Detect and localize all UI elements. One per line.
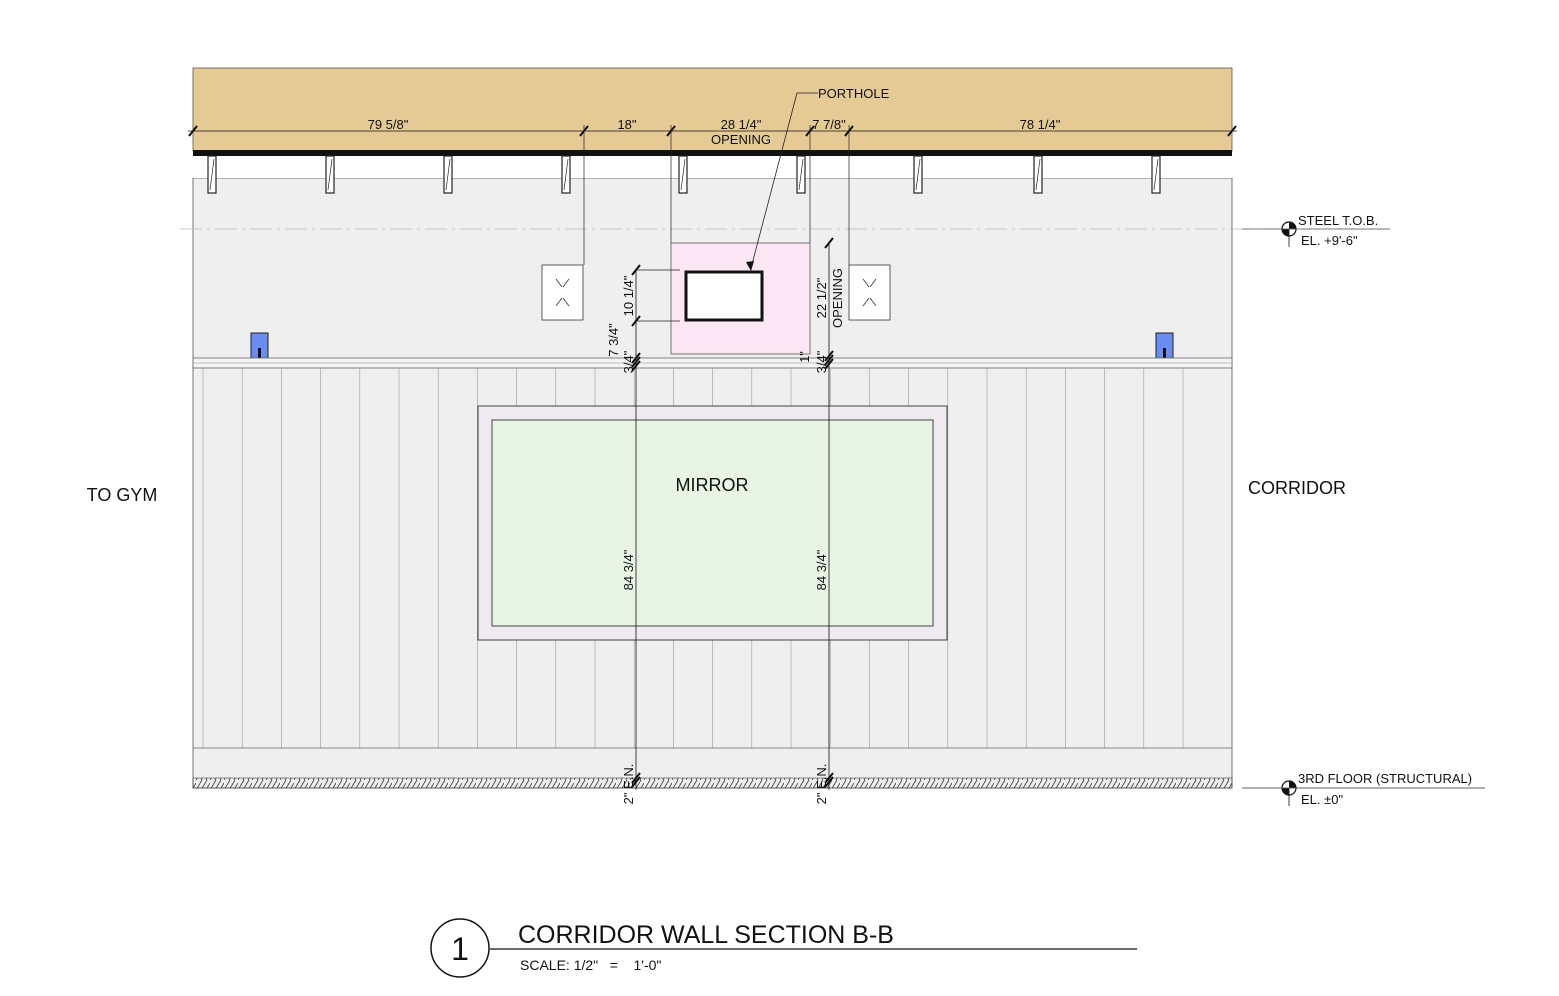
dim-opening-vertical-label: OPENING xyxy=(830,268,845,328)
light-fixture xyxy=(848,264,891,321)
fixture-mark xyxy=(862,297,870,307)
dim-left-base: 3/4" xyxy=(621,350,636,373)
dim-porthole-height: 10 1/4" xyxy=(621,275,636,316)
dim-tick xyxy=(631,352,641,364)
dim-tick xyxy=(824,772,834,784)
level-steel-elevation: EL. +9'-6" xyxy=(1301,233,1358,248)
blocking-hatch xyxy=(798,158,804,191)
dim-tick xyxy=(824,776,834,788)
mirror-glass xyxy=(491,419,934,627)
floor-slab-hatch xyxy=(192,777,1233,789)
blocking-hatch xyxy=(1035,158,1041,191)
fixture-mark xyxy=(562,297,570,307)
dim-7-7-8: 7 7/8" xyxy=(812,117,846,132)
dim-78-1-4: 78 1/4" xyxy=(1020,117,1061,132)
dim-tick xyxy=(824,354,834,366)
dim-opening-label: OPENING xyxy=(711,132,771,147)
dim-79-5-8: 79 5/8" xyxy=(368,117,409,132)
beam-flange xyxy=(193,150,1232,156)
dim-18: 18" xyxy=(617,117,636,132)
drawing-scale: SCALE: 1/2" = 1'-0" xyxy=(520,957,661,973)
dim-left-wall: 84 3/4" xyxy=(621,549,636,590)
fixture-mark xyxy=(562,278,570,288)
blocking-hatch xyxy=(680,158,686,191)
mirror-label: MIRROR xyxy=(676,475,749,495)
dim-left-sill: 7 3/4" xyxy=(606,323,621,357)
label-to-gym: TO GYM xyxy=(87,485,158,505)
dim-tick xyxy=(824,350,834,362)
dim-tick xyxy=(631,264,641,276)
dim-right-wall: 84 3/4" xyxy=(814,549,829,590)
level-floor-elevation: EL. ±0" xyxy=(1301,792,1343,807)
dim-tick xyxy=(631,356,641,368)
blocking-hatch xyxy=(563,158,569,191)
dim-tick xyxy=(188,125,198,137)
fixture-mark xyxy=(555,278,563,288)
outlet-slot xyxy=(1163,348,1166,363)
level-steel-name: STEEL T.O.B. xyxy=(1298,213,1378,228)
dim-right-base: 3/4" xyxy=(814,350,829,373)
steel-beam xyxy=(192,67,1233,152)
fixture-mark xyxy=(862,278,870,288)
dim-opening-width: 28 1/4" xyxy=(721,117,762,132)
dim-right-bottom: 2" E.N. xyxy=(814,764,829,805)
dim-opening-height: 22 1/2" xyxy=(814,277,829,318)
light-fixture xyxy=(541,264,584,321)
dim-tick xyxy=(631,772,641,784)
dim-tick xyxy=(631,315,641,327)
dim-tick xyxy=(824,237,834,249)
dim-right-gap: 1" xyxy=(797,351,812,363)
outlet-slot xyxy=(258,348,261,363)
porthole-window xyxy=(684,270,764,322)
dim-tick xyxy=(631,360,641,372)
label-corridor: CORRIDOR xyxy=(1248,478,1346,498)
blocking-hatch xyxy=(1153,158,1159,191)
dim-tick xyxy=(824,358,834,370)
beam-gap xyxy=(193,156,1232,178)
fixture-mark xyxy=(555,297,563,307)
level-floor-name: 3RD FLOOR (STRUCTURAL) xyxy=(1298,771,1472,786)
dim-left-bottom: 2" E.N. xyxy=(621,764,636,805)
detail-number-bubble xyxy=(430,918,490,978)
blocking-hatch xyxy=(209,158,215,191)
leader-arrowhead xyxy=(746,261,754,271)
blocking-hatch xyxy=(915,158,921,191)
detail-number: 1 xyxy=(451,931,469,967)
porthole-leader xyxy=(750,92,818,269)
blocking-hatch xyxy=(327,158,333,191)
fixture-mark xyxy=(869,297,877,307)
drawing-title: CORRIDOR WALL SECTION B-B xyxy=(518,921,894,949)
porthole-callout: PORTHOLE xyxy=(818,86,890,101)
dim-tick xyxy=(631,776,641,788)
fixture-mark xyxy=(869,278,877,288)
dim-tick xyxy=(1227,125,1237,137)
blocking-hatch xyxy=(445,158,451,191)
